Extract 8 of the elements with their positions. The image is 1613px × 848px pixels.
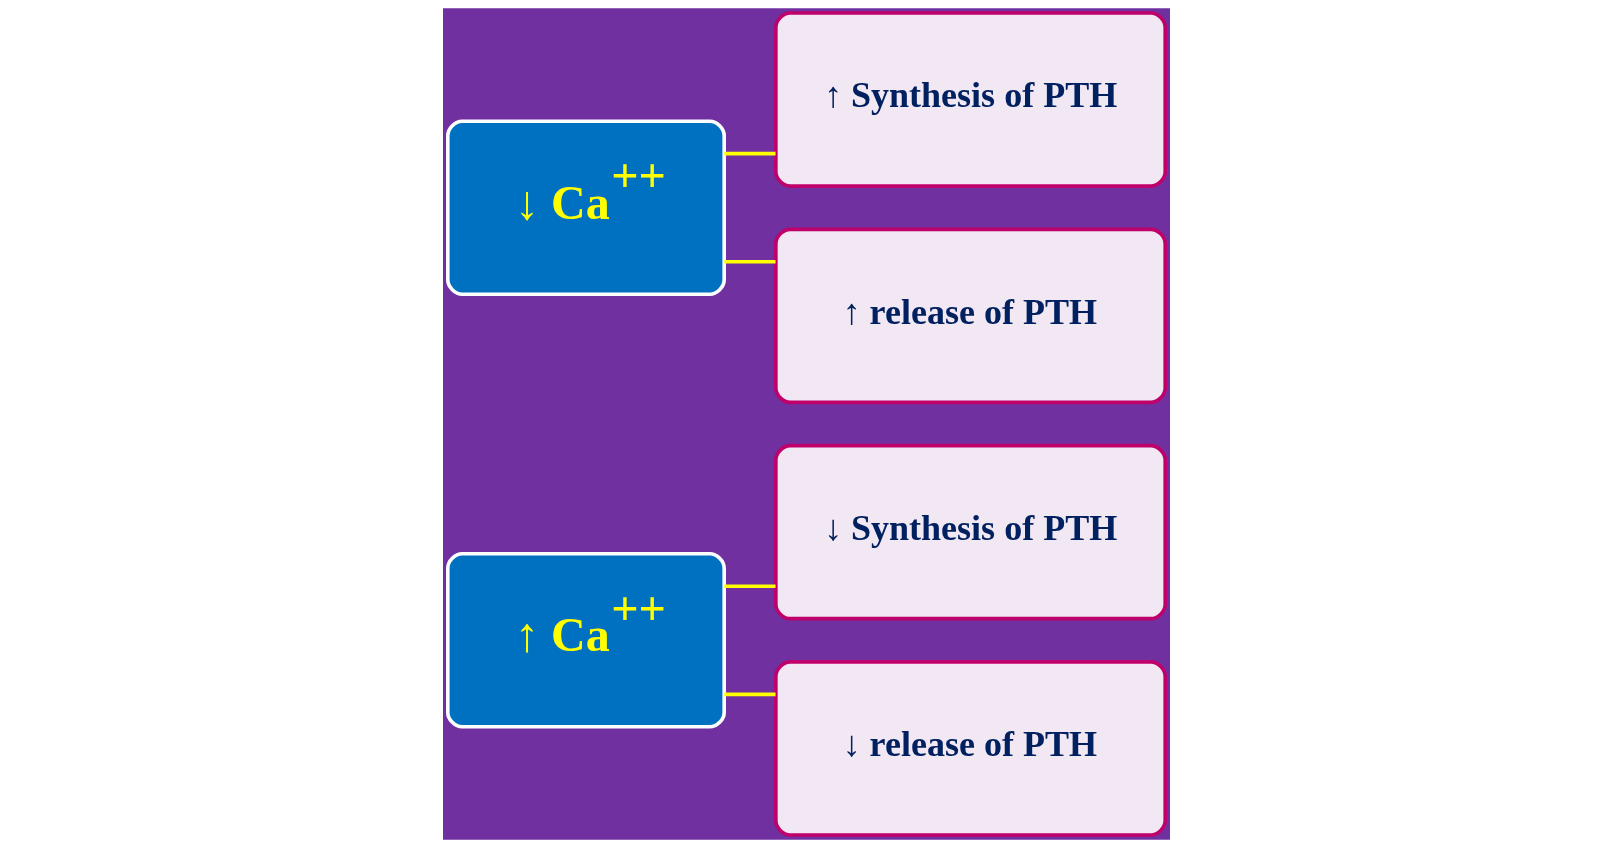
node-box: ↑ release of PTH	[774, 227, 1167, 405]
node-box: ↑ Synthesis of PTH	[774, 11, 1167, 188]
connector	[724, 584, 776, 588]
connector	[724, 151, 776, 156]
node-box: ↓ Synthesis of PTH	[774, 443, 1167, 621]
node-box: ↓ release of PTH	[774, 660, 1167, 837]
connector	[724, 692, 776, 697]
connector	[724, 259, 776, 264]
